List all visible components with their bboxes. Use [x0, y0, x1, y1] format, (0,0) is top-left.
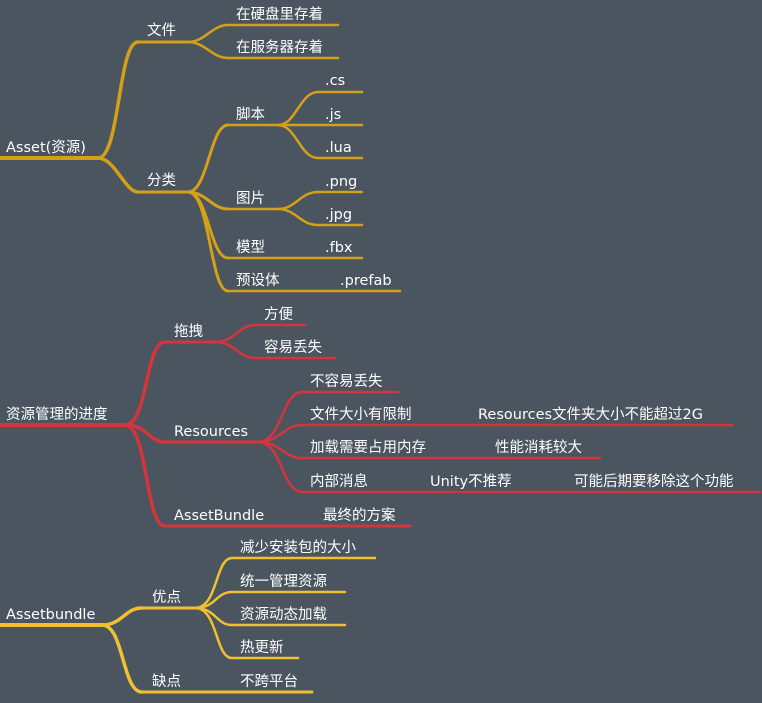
file-item-1-label: 在硬盘里存着	[236, 5, 323, 23]
cons-label: 缺点	[152, 673, 181, 690]
drag-label: 拖拽	[174, 323, 203, 340]
pros-item-1-label: 减少安装包的大小	[240, 539, 356, 556]
asset-branch	[0, 23, 402, 293]
lua-label: .lua	[325, 140, 352, 156]
progress-labels: 资源管理的进度 拖拽 方便 容易丢失 Resources 不容易丢失 文件大小有…	[6, 306, 734, 524]
cons-item-1-label: 不跨平台	[240, 673, 298, 690]
connector-category-prefab	[186, 190, 230, 293]
prefab-label: 预设体	[236, 272, 280, 289]
resources-item-2-label: 文件大小有限制	[310, 406, 412, 423]
resources-item-4-note-2: 可能后期要移除这个功能	[574, 473, 734, 490]
resources-item-4-note: Unity不推荐	[430, 473, 512, 490]
connector-file-item-1	[186, 23, 230, 44]
connector-root-drag	[123, 340, 167, 427]
pros-item-3-label: 资源动态加载	[240, 606, 327, 623]
bundle-branch	[0, 556, 377, 694]
cs-label: .cs	[325, 73, 345, 89]
model-label: 模型	[236, 239, 265, 256]
script-label: 脚本	[236, 106, 265, 123]
connector-drag-item-1	[213, 323, 257, 344]
connector-image-png	[276, 190, 320, 211]
connector-script-cs	[276, 90, 320, 127]
connector-image-jpg	[276, 207, 320, 227]
pros-label: 优点	[152, 589, 181, 606]
resources-item-4-label: 内部消息	[310, 473, 368, 490]
connector-root-category	[96, 156, 140, 194]
connector-category-script	[186, 123, 230, 194]
connector-file-item-2	[186, 40, 230, 60]
file-label: 文件	[147, 22, 176, 39]
connector-drag-item-2	[213, 340, 257, 360]
png-label: .png	[325, 174, 357, 190]
assetbundle-label: AssetBundle	[174, 508, 264, 524]
assetbundle-note: 最终的方案	[323, 506, 396, 524]
pros-item-2-label: 统一管理资源	[240, 573, 327, 590]
fbx-label: .fbx	[325, 240, 353, 256]
connector-pros-item-3	[193, 606, 234, 627]
prefab-ext-label: .prefab	[340, 273, 392, 289]
connector-root-pros	[100, 606, 144, 627]
bundle-root-label: Assetbundle	[6, 607, 95, 623]
pros-item-4-label: 热更新	[240, 639, 284, 656]
image-label: 图片	[236, 190, 265, 207]
resources-item-1-label: 不容易丢失	[310, 373, 383, 390]
drag-item-1-label: 方便	[264, 306, 293, 323]
asset-root-label: Asset(资源)	[6, 139, 86, 156]
resources-item-2-note: Resources文件夹大小不能超过2G	[478, 406, 703, 423]
connector-root-cons	[100, 623, 144, 694]
connector-root-assetbundle	[123, 423, 167, 528]
resources-label: Resources	[174, 424, 248, 440]
connector-script-lua	[276, 123, 320, 160]
jpg-label: .jpg	[325, 207, 352, 223]
connector-category-model	[186, 190, 230, 260]
connector-root-file	[96, 40, 140, 160]
resources-item-3-label: 加载需要占用内存	[310, 439, 426, 456]
asset-labels: Asset(资源) 文件 在硬盘里存着 在服务器存着 分类 脚本 .cs .js…	[6, 5, 392, 289]
progress-root-label: 资源管理的进度	[6, 406, 108, 423]
drag-item-2-label: 容易丢失	[264, 339, 322, 356]
bundle-labels: Assetbundle 优点 减少安装包的大小 统一管理资源 资源动态加载 热更…	[6, 539, 356, 690]
category-label: 分类	[147, 172, 176, 189]
connector-resources-item-4	[256, 440, 304, 494]
progress-branch	[0, 323, 762, 528]
connector-pros-item-4	[193, 606, 234, 660]
js-label: .js	[325, 107, 341, 123]
resources-item-3-note: 性能消耗较大	[495, 438, 582, 456]
file-item-2-label: 在服务器存着	[236, 39, 323, 56]
